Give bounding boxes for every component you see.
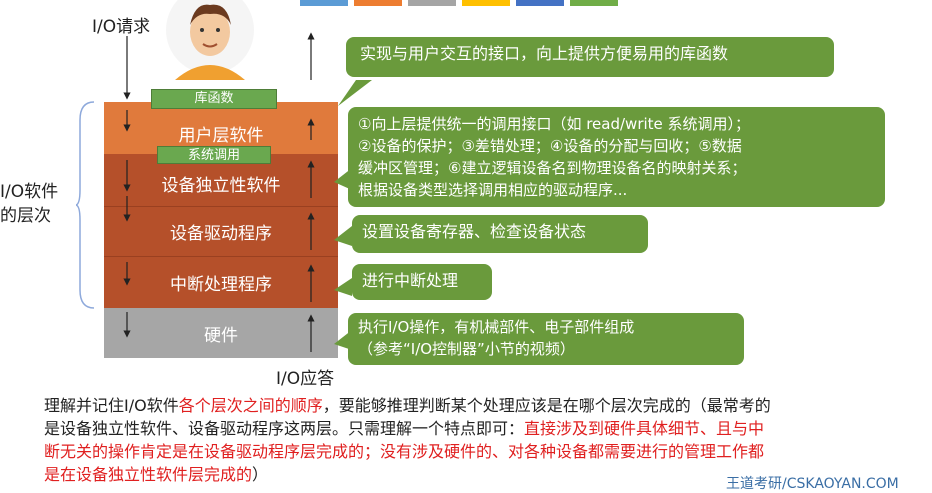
independent-line-4: 根据设备类型选择调用相应的驱动程序... [358,181,628,199]
layer-user-software-label: 用户层软件 [178,125,264,146]
callout-user-software: 实现与用户交互的接口，向上提供方便易用的库函数 [346,37,834,77]
independent-line-3: 缓冲区管理；⑥建立逻辑设备名到物理设备名的映射关系； [358,159,747,177]
independent-line-1: ①向上层提供统一的调用接口（如 read/write 系统调用）； [358,115,751,133]
hardware-line-2: （参考“I/O控制器”小节的视频） [358,340,575,358]
callout-hardware: 执行I/O操作，有机械部件、电子部件组成 （参考“I/O控制器”小节的视频） [348,313,744,365]
callout-device-driver: 设置设备寄存器、检查设备状态 [352,215,648,253]
callout-pointer-user [338,80,372,106]
io-response-label: I/O应答 [276,369,335,389]
independent-line-2: ②设备的保护；③差错处理；④设备的分配与回收；⑤数据 [358,137,742,155]
hardware-line-1: 执行I/O操作，有机械部件、电子部件组成 [358,318,635,336]
io-request-label: I/O请求 [92,17,151,37]
top-strip-6 [570,0,618,6]
callout-pointer-independent [334,168,352,190]
watermark: 王道考研/CSKAOYAN.COM [726,476,899,492]
callout-pointer-driver [334,226,352,246]
summary-part-6: 断无关的操作肯定是在设备驱动程序层完成的；没有涉及硬件的、对各种设备都需要进行的… [44,442,765,461]
layer-device-driver-label: 设备驱动程序 [170,224,272,244]
library-function-tag: 库函数 [151,89,277,109]
left-label-line-1: I/O软件 [0,182,59,202]
layer-interrupt-handler: 中断处理程序 [104,256,338,308]
summary-part-2: 各个层次之间的顺序 [178,396,323,415]
callout-pointer-hardware [334,330,352,350]
callout-pointer-interrupt [334,278,352,296]
top-strip-1 [300,0,348,6]
top-strip-2 [354,0,402,6]
left-label-line-2: 的层次 [0,206,51,226]
io-software-layers-label: I/O软件 的层次 [0,180,58,228]
layer-interrupt-handler-label: 中断处理程序 [170,275,272,295]
top-strip-4 [462,0,510,6]
summary-part-8: ） [252,465,269,484]
summary-part-4: 是设备独立性软件、设备驱动程序这两层。只需理解一个特点即可： [44,419,525,438]
callout-interrupt-handler: 进行中断处理 [352,264,492,300]
summary-part-1: 理解并记住I/O软件 [44,396,179,415]
summary-part-3: ，要能够推理判断某个处理应该是在哪个层次完成的（最常考的 [322,396,771,415]
top-strip-3 [408,0,456,6]
summary-paragraph: 理解并记住I/O软件各个层次之间的顺序，要能够推理判断某个处理应该是在哪个层次完… [44,394,928,486]
top-strip-5 [516,0,564,6]
layer-user-software: 用户层软件 [104,102,338,154]
layer-device-driver: 设备驱动程序 [104,206,338,256]
user-avatar [166,0,254,80]
layer-hardware-label: 硬件 [204,325,238,346]
summary-part-5: 直接涉及到硬件具体细节、且与中 [524,419,765,438]
layer-device-independent-label: 设备独立性软件 [161,175,281,196]
system-call-tag: 系统调用 [157,146,271,164]
layer-hardware: 硬件 [104,308,338,358]
left-brace [76,101,95,309]
callout-device-independent: ①向上层提供统一的调用接口（如 read/write 系统调用）； ②设备的保护… [348,107,885,207]
summary-part-7: 是在设备独立性软件层完成的 [44,465,253,484]
